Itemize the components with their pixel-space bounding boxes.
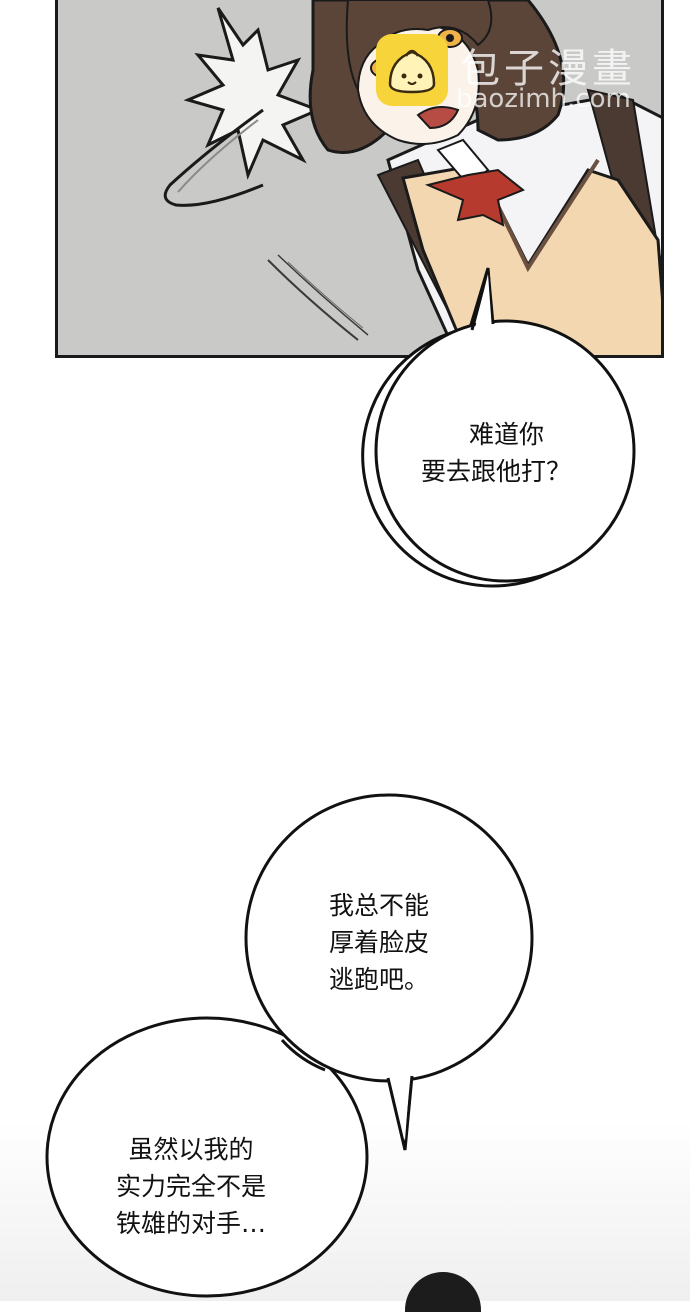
bubble-2-text: 我总不能 厚着脸皮 逃跑吧。: [329, 887, 429, 998]
bow: [424, 168, 525, 227]
bubble-1-line-2: 要去跟他打？: [421, 457, 572, 486]
bubble-1-text: 难道你 要去跟他打？: [421, 416, 571, 490]
bubble-2-line-2: 厚着脸皮: [329, 928, 430, 957]
motion-arm-inner: [177, 119, 259, 193]
speed-line: [287, 261, 364, 329]
watermark: 包子漫畫 baozimh.com: [376, 32, 666, 122]
speech-bubble-3: [45, 1016, 369, 1298]
bubble-3-line-2: 实力完全不是: [116, 1172, 267, 1201]
speed-line: [267, 259, 359, 341]
bubble-1-line-1: 难道你: [469, 420, 545, 449]
bubble-3-line-1: 虽然以我的: [128, 1135, 254, 1164]
bubble-2-line-1: 我总不能: [329, 891, 430, 920]
bun-icon: [376, 34, 448, 106]
motion-arm: [163, 108, 264, 207]
speed-line: [277, 254, 369, 336]
mouth: [416, 105, 460, 130]
panel-illustration: [163, 0, 661, 355]
watermark-url: baozimh.com: [456, 84, 631, 114]
bubble-3-line-3: 铁雄的对手…: [116, 1209, 267, 1238]
comic-panel: [55, 0, 664, 358]
impact-flash: [183, 7, 323, 180]
bubble-3-text: 虽然以我的 实力完全不是 铁雄的对手…: [116, 1131, 266, 1242]
watermark-name: 包子漫畫: [460, 46, 636, 92]
bubble-2-line-3: 逃跑吧。: [329, 965, 430, 994]
bangs: [345, 0, 493, 91]
